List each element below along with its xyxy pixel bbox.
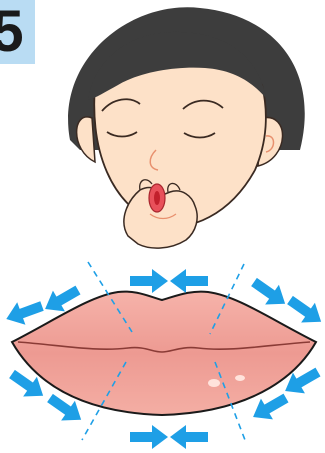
face-illustration	[68, 7, 305, 248]
arrow-icon	[170, 269, 208, 293]
arrow-icon	[130, 425, 168, 449]
arrow-icon	[247, 272, 292, 313]
arrow-icon	[283, 290, 325, 331]
arrow-icon	[130, 269, 168, 293]
arrow-icon	[2, 295, 46, 331]
arrow-icon	[170, 425, 208, 449]
